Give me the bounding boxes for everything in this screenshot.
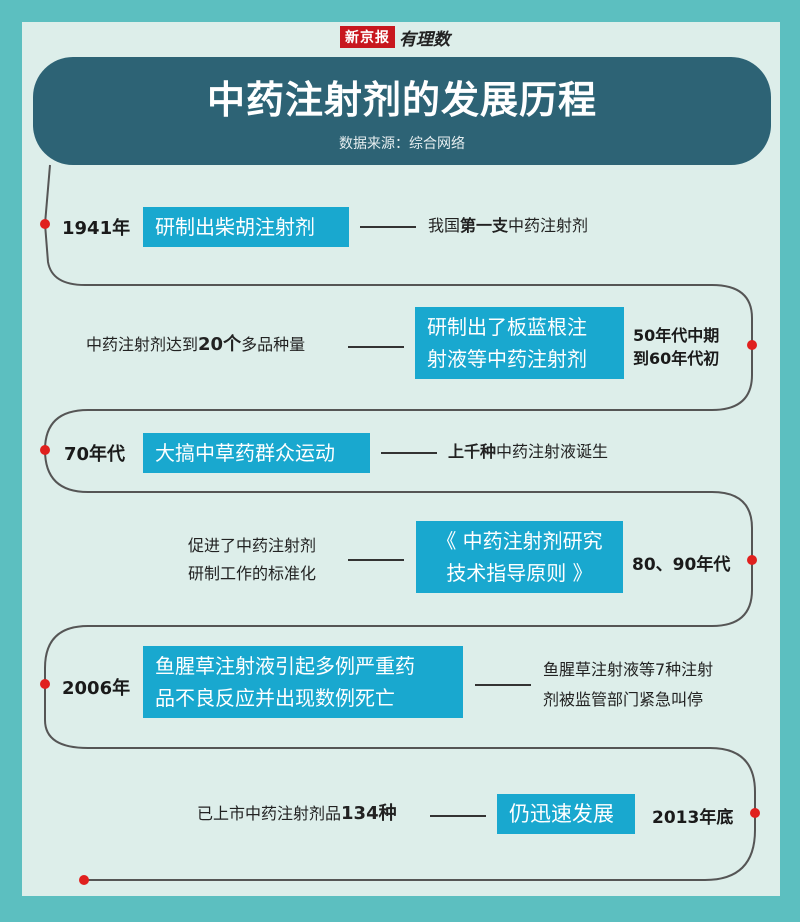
note-text: 促进了中药注射剂 — [188, 536, 317, 555]
note-text: 已上市中药注射剂品 — [197, 804, 342, 823]
newspaper-logo: 新京报 有理数 — [340, 26, 450, 50]
note-text: 中药注射剂达到 — [86, 335, 199, 354]
year-line: 到60年代初 — [633, 349, 720, 368]
connector-dash — [430, 815, 486, 817]
event-year-2006: 2006年 — [62, 678, 131, 699]
event-box-80s: 《 中药注射剂研究 技术指导原则 》 — [416, 521, 623, 593]
event-box-line: 大搞中草药群众运动 — [155, 441, 335, 465]
connector-dash — [348, 346, 404, 348]
event-note-80s: 促进了中药注射剂 研制工作的标准化 — [188, 532, 316, 588]
event-box-2006: 鱼腥草注射液引起多例严重药 品不良反应并出现数例死亡 — [143, 646, 463, 718]
note-text: 多品种量 — [241, 335, 306, 354]
note-text: 中药注射剂 — [508, 216, 589, 235]
event-box-50s: 研制出了板蓝根注 射液等中药注射剂 — [415, 307, 624, 379]
note-text: 鱼腥草注射液等7种注射 — [543, 660, 714, 679]
timeline-dot — [747, 555, 757, 565]
timeline-dot — [40, 679, 50, 689]
timeline-dot — [747, 340, 757, 350]
event-box-line: 研制出了板蓝根注 — [427, 315, 587, 339]
event-box-line: 《 中药注射剂研究 — [436, 529, 603, 553]
page-title: 中药注射剂的发展历程 — [206, 78, 597, 122]
event-note-2013: 已上市中药注射剂品134种 — [197, 799, 397, 829]
note-highlight: 134种 — [341, 803, 397, 824]
event-year-2013: 2013年底 — [652, 808, 734, 828]
timeline-dot — [750, 808, 760, 818]
event-box-line: 射液等中药注射剂 — [427, 347, 587, 371]
event-box-1941: 研制出柴胡注射剂 — [143, 207, 349, 247]
note-text: 研制工作的标准化 — [188, 564, 317, 583]
data-source: 数据来源：综合网络 — [339, 136, 465, 152]
event-box-2013: 仍迅速发展 — [497, 794, 635, 834]
logo-column: 有理数 — [399, 29, 450, 50]
event-year-50s: 50年代中期 到60年代初 — [633, 324, 719, 370]
event-box-line: 仍迅速发展 — [509, 802, 614, 826]
connector-dash — [381, 452, 437, 454]
event-year-70s: 70年代 — [64, 444, 126, 465]
note-highlight: 第一支 — [460, 216, 509, 235]
event-note-1941: 我国第一支中药注射剂 — [428, 211, 588, 241]
year-line: 50年代中期 — [633, 326, 720, 345]
event-box-line: 品不良反应并出现数例死亡 — [155, 686, 395, 710]
event-note-50s: 中药注射剂达到20个多品种量 — [86, 330, 305, 360]
note-text: 剂被监管部门紧急叫停 — [543, 690, 704, 709]
title-banner: 中药注射剂的发展历程 数据来源：综合网络 — [33, 57, 771, 165]
event-box-line: 鱼腥草注射液引起多例严重药 — [155, 654, 415, 678]
event-box-line: 技术指导原则 》 — [446, 561, 593, 585]
note-highlight: 20个 — [198, 334, 242, 355]
note-text: 我国 — [428, 216, 461, 235]
event-box-line: 研制出柴胡注射剂 — [155, 215, 315, 239]
note-highlight: 上千种 — [448, 442, 497, 461]
note-text: 中药注射液诞生 — [496, 442, 609, 461]
connector-dash — [475, 684, 531, 686]
timeline-dot — [40, 445, 50, 455]
event-note-70s: 上千种中药注射液诞生 — [448, 437, 608, 467]
event-year-1941: 1941年 — [62, 218, 131, 239]
logo-brand: 新京报 — [340, 26, 395, 48]
connector-dash — [348, 559, 404, 561]
timeline-dot — [40, 219, 50, 229]
connector-dash — [360, 226, 416, 228]
timeline-dot — [79, 875, 89, 885]
event-year-80s: 80、90年代 — [632, 555, 731, 575]
event-box-70s: 大搞中草药群众运动 — [143, 433, 370, 473]
event-note-2006: 鱼腥草注射液等7种注射 剂被监管部门紧急叫停 — [543, 655, 713, 715]
